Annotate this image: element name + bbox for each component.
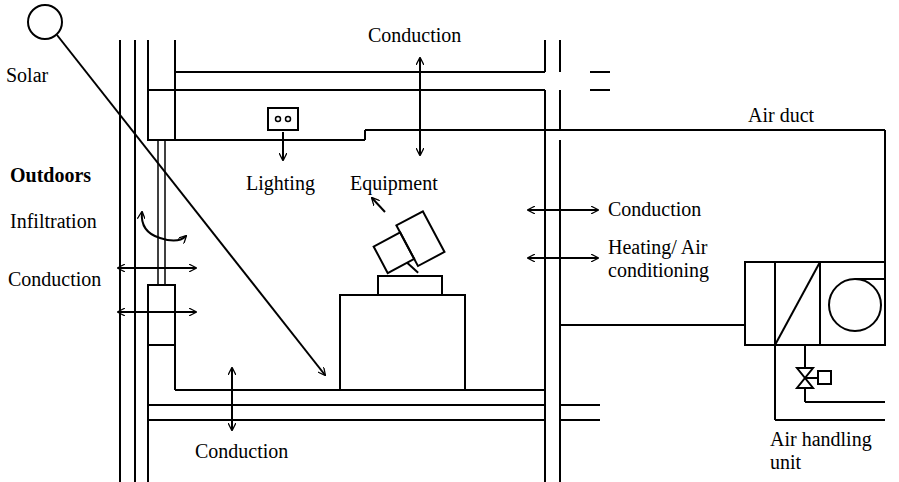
supply-line xyxy=(560,324,745,326)
desk xyxy=(340,295,465,390)
text-label: Heating/ Air conditioning xyxy=(608,236,743,282)
window-frame xyxy=(148,90,175,140)
text-label: Solar xyxy=(6,64,48,87)
window-glass xyxy=(157,140,159,285)
text-label: Air duct xyxy=(748,104,814,127)
text-label: Conduction xyxy=(8,268,101,291)
sun-symbol xyxy=(28,5,62,39)
text-label: Conduction xyxy=(368,24,461,47)
text-label: Conduction xyxy=(195,440,288,463)
infiltration-arrow xyxy=(142,212,186,241)
text-label: Infiltration xyxy=(10,210,97,233)
text-label: Equipment xyxy=(350,172,438,195)
fan xyxy=(829,279,881,331)
text-label: Air handling unit xyxy=(770,428,890,474)
text-label: Conduction xyxy=(608,198,701,221)
light-fixture xyxy=(268,108,298,130)
monitor xyxy=(370,211,447,285)
air-duct xyxy=(365,129,885,131)
text-label: Outdoors xyxy=(10,164,91,187)
text-label: Lighting xyxy=(246,172,315,195)
solar-ray xyxy=(57,35,325,375)
air-handling-unit xyxy=(745,262,885,345)
window-frame xyxy=(148,285,175,345)
